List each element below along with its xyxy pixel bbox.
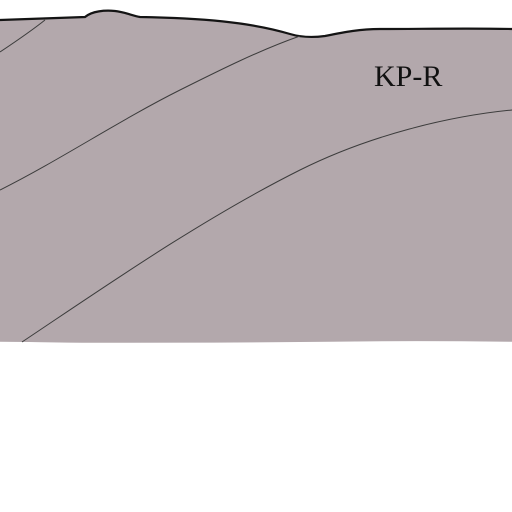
internal-boundary-upper-left (0, 19, 46, 53)
top-surface-outline (0, 9, 512, 39)
internal-boundary-middle (0, 35, 301, 191)
base-outline (0, 339, 512, 343)
internal-boundary-lower (21, 109, 512, 343)
rock-layer-body (0, 10, 512, 342)
unit-label: KP-R (374, 60, 442, 93)
